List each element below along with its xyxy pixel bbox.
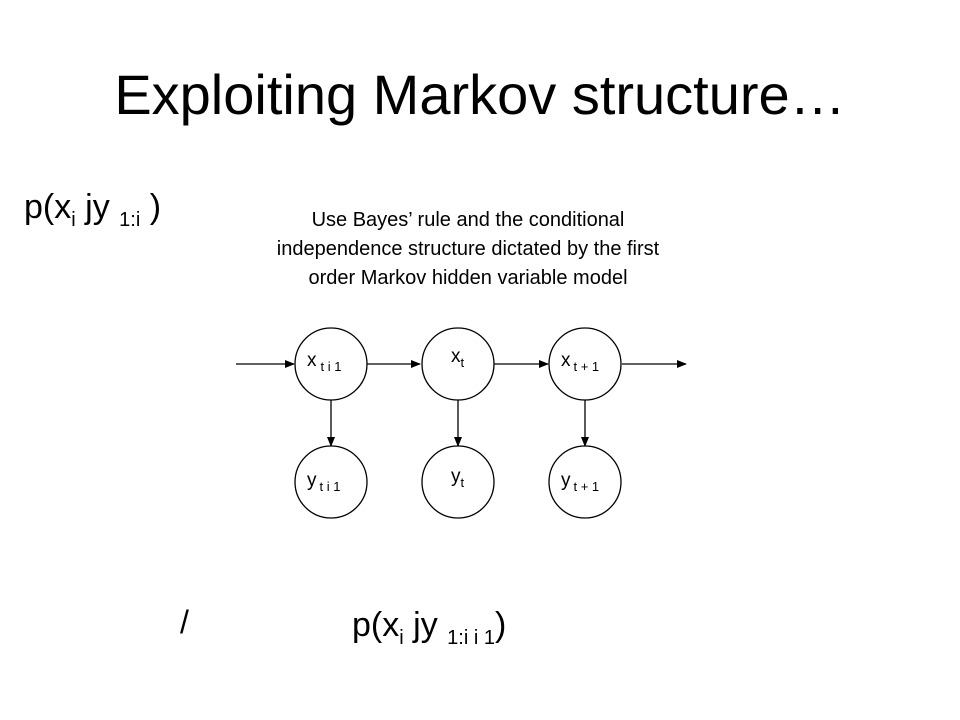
- eq-top-given: jy: [75, 188, 120, 226]
- caption-line-2: independence structure dictated by the f…: [276, 238, 660, 260]
- eq-top-sub-range: 1:i: [119, 209, 141, 231]
- node-y-prev: [294, 445, 368, 519]
- node-x-curr: [421, 327, 495, 401]
- proportional-symbol: /: [180, 604, 189, 640]
- node-x-next: [548, 327, 622, 401]
- eq-top-p: p(x: [24, 188, 72, 226]
- node-x-prev: [294, 327, 368, 401]
- prediction-distribution-bottom: p(xi jy 1:i i 1): [352, 606, 507, 648]
- eq-top-close: ): [140, 188, 162, 226]
- eq-bottom-given: jy: [403, 606, 448, 644]
- eq-bottom-p: p(x: [352, 606, 400, 644]
- node-y-next: [548, 445, 622, 519]
- eq-bottom-sub-range: 1:i i 1: [447, 627, 495, 649]
- label-y-curr: yt: [451, 466, 465, 490]
- bayes-caption: Use Bayes’ rule and the conditional inde…: [218, 206, 718, 293]
- eq-bottom-sub-i: i: [399, 627, 404, 649]
- eq-top-sub-i: i: [71, 209, 76, 231]
- label-x-curr: xt: [451, 346, 465, 370]
- eq-bottom-close: ): [494, 606, 507, 644]
- node-y-curr: [421, 445, 495, 519]
- filtering-distribution-top: p(xi jy 1:i ): [24, 188, 162, 230]
- caption-line-1: Use Bayes’ rule and the conditional: [311, 209, 625, 231]
- slide-title: Exploiting Markov structure…: [114, 63, 846, 126]
- caption-line-3: order Markov hidden variable model: [308, 267, 628, 289]
